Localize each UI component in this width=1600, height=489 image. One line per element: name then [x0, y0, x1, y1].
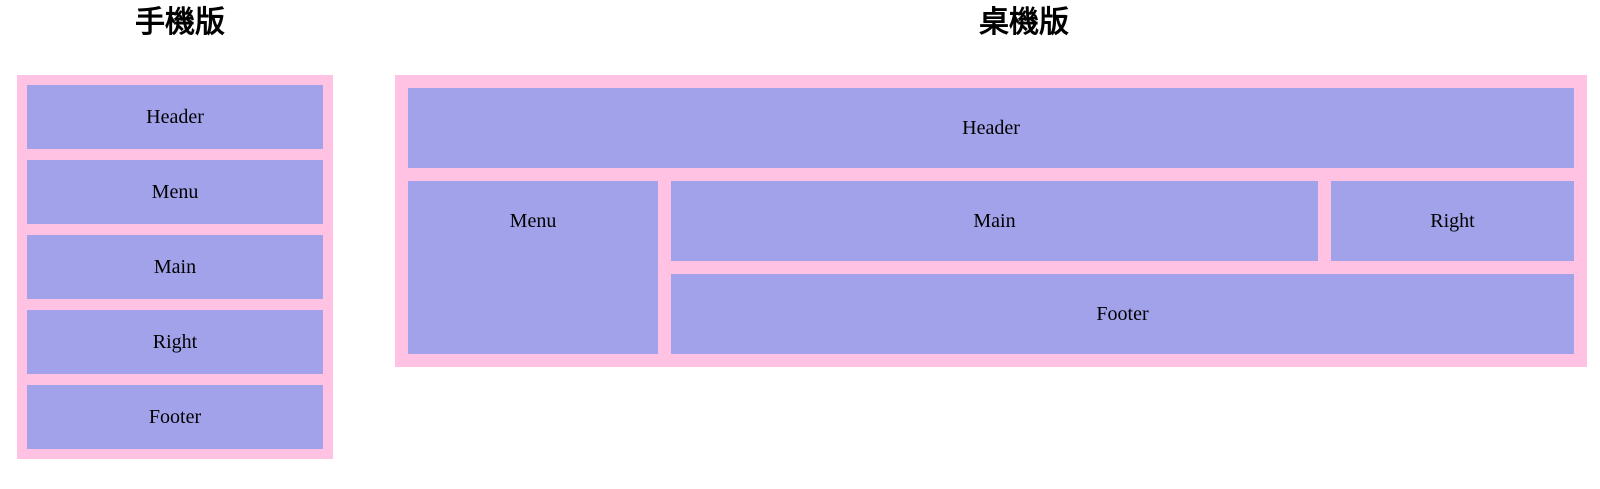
mobile-main-box: Main	[27, 235, 323, 299]
desktop-main-box: Main	[671, 181, 1318, 261]
mobile-section-title: 手機版	[135, 6, 225, 39]
mobile-footer-box: Footer	[27, 385, 323, 449]
mobile-right-box: Right	[27, 310, 323, 374]
desktop-layout-container: Header Menu Main Right Footer	[395, 75, 1587, 367]
mobile-layout-container: Header Menu Main Right Footer	[17, 75, 333, 459]
mobile-header-box: Header	[27, 85, 323, 149]
mobile-layout-section: 手機版 Header Menu Main Right Footer	[17, 0, 333, 459]
desktop-header-box: Header	[408, 88, 1574, 168]
desktop-layout-section: 桌機版 Header Menu Main Right Footer	[395, 0, 1587, 367]
desktop-right-box: Right	[1331, 181, 1574, 261]
mobile-menu-box: Menu	[27, 160, 323, 224]
desktop-section-title: 桌機版	[979, 6, 1069, 39]
desktop-footer-box: Footer	[671, 274, 1574, 354]
desktop-menu-box: Menu	[408, 181, 658, 354]
